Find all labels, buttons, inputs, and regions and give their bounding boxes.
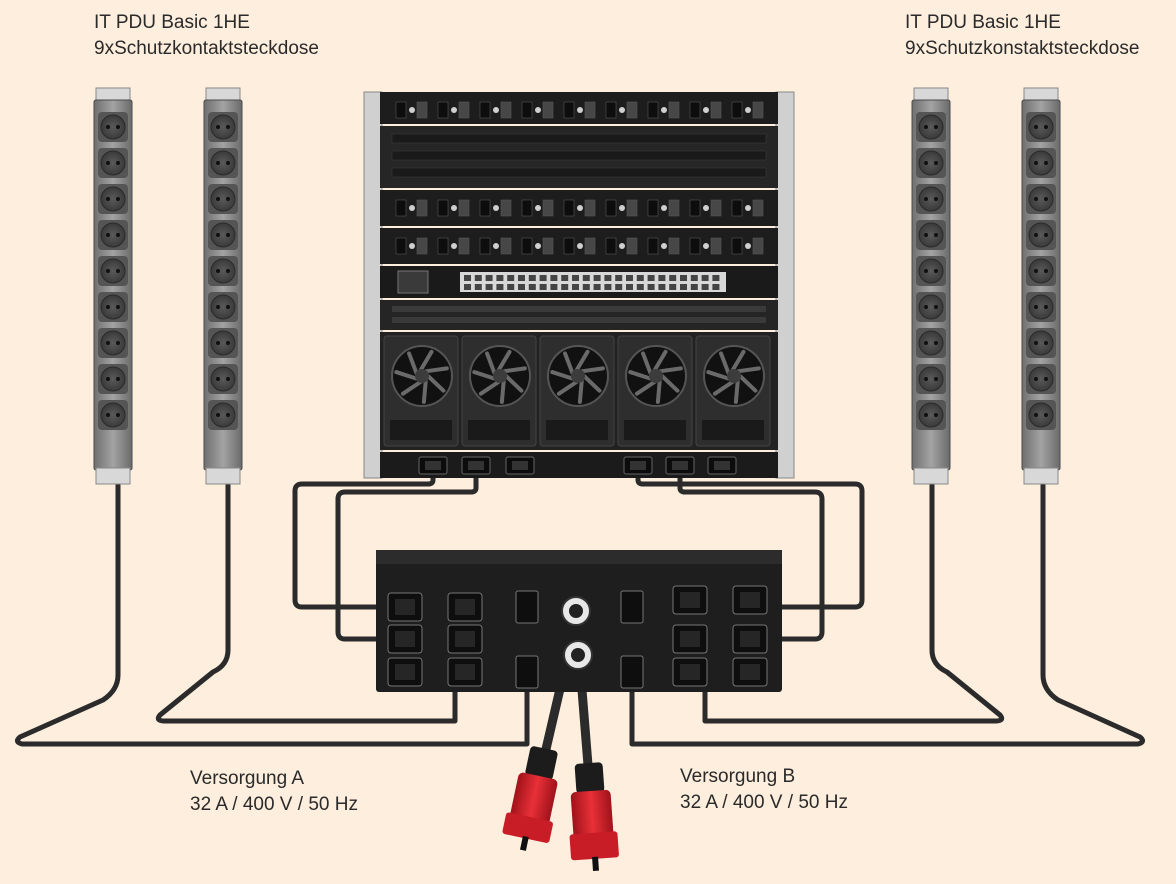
server-rack [363, 91, 795, 479]
cable-pdu-left-1 [14, 482, 530, 747]
power-strip-icon [208, 112, 238, 430]
power-strip-icon [98, 112, 128, 430]
cee-plug-a [502, 746, 558, 851]
pdu-left-title: IT PDU Basic 1HE [94, 12, 250, 33]
pdu-left-subtitle: 9xSchutzkontaktsteckdose [94, 38, 319, 59]
cable-pdu-right-1 [629, 482, 1146, 747]
pdu-strip-right-2 [1021, 87, 1061, 485]
supply-b-label: Versorgung B 32 A / 400 V / 50 Hz [680, 764, 848, 816]
power-strip-icon [916, 112, 946, 430]
cable-rack-left-1 [292, 472, 436, 610]
supply-b-title: Versorgung B [680, 766, 796, 787]
cable-rack-left-2 [335, 472, 479, 642]
pdu-strip-left-2 [203, 87, 243, 485]
iec-socket-icon [620, 655, 644, 689]
supply-a-spec: 32 A / 400 V / 50 Hz [190, 794, 358, 815]
distribution-box [376, 550, 782, 692]
cable-pdu-right-2 [702, 482, 1005, 724]
cable-rack-right-2 [677, 472, 825, 642]
pdu-strip-right-1 [911, 87, 951, 485]
power-strip-icon [1026, 112, 1056, 430]
iec-socket-icon [515, 655, 539, 689]
iec-socket-icon [620, 590, 644, 624]
pdu-strip-left-1 [93, 87, 133, 485]
cee-plug-b [569, 762, 619, 871]
pdu-right-title: IT PDU Basic 1HE [905, 12, 1061, 33]
cable-pdu-left-2 [155, 482, 458, 724]
supply-a-label: Versorgung A 32 A / 400 V / 50 Hz [190, 766, 358, 818]
supply-b-spec: 32 A / 400 V / 50 Hz [680, 792, 848, 813]
cable-rack-right-1 [635, 472, 865, 610]
pdu-right-subtitle: 9xSchutzkonstaktsteckdose [905, 38, 1140, 59]
iec-socket-icon [515, 590, 539, 624]
pdu-right-label: IT PDU Basic 1HE 9xSchutzkonstaktsteckdo… [905, 10, 1139, 62]
pdu-left-label: IT PDU Basic 1HE 9xSchutzkontaktsteckdos… [94, 10, 319, 62]
supply-a-title: Versorgung A [190, 768, 305, 789]
